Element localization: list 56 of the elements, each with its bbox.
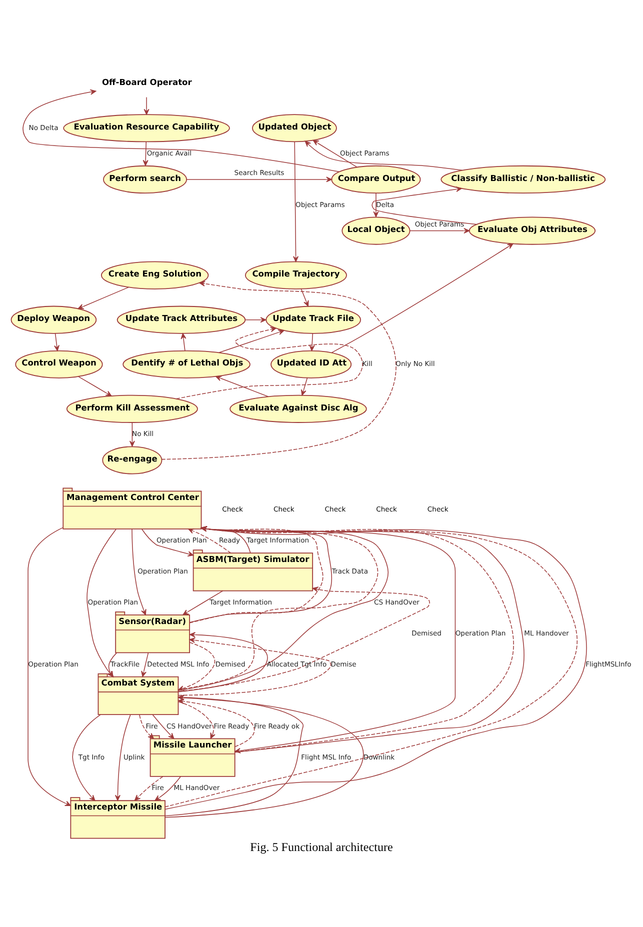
arrow	[28, 526, 71, 806]
node-ellipse: Updated Object	[252, 114, 337, 142]
arrow	[78, 376, 112, 396]
arrow	[141, 528, 194, 556]
node-ellipse: Evaluate Against Disc Alg	[230, 394, 367, 422]
node-ellipse: Deploy Weapon	[10, 305, 97, 334]
node-ellipse: Perform search	[103, 164, 187, 193]
arrow	[72, 714, 101, 800]
node-text: Off-Board Operator	[102, 76, 192, 86]
arrow	[108, 652, 118, 677]
arrow	[331, 242, 514, 353]
arrow	[216, 375, 269, 396]
node-ellipse: Evaluation Resource Capability	[63, 114, 230, 142]
arrow	[114, 714, 131, 800]
arrow	[304, 140, 463, 170]
arrow	[154, 776, 182, 800]
arrow	[132, 528, 146, 615]
arrow	[152, 714, 174, 738]
arrow	[86, 528, 116, 677]
node-ellipse: Update Track Attributes	[116, 305, 246, 334]
node-ellipse: Updated ID Att	[270, 350, 352, 378]
arrow	[300, 288, 309, 306]
node-ellipse: Control Weapon	[15, 350, 103, 378]
arrow	[22, 88, 340, 172]
node-ellipse: Compile Trajectory	[244, 260, 347, 289]
node-ellipse: Perform Kill Assessment	[66, 394, 198, 422]
arrow	[188, 528, 232, 553]
arrow	[245, 316, 266, 322]
arrow	[144, 96, 150, 114]
arrow	[186, 176, 332, 182]
node-ellipse: Re-engage	[102, 446, 162, 474]
node-ellipse: Evaluate Obj Attributes	[468, 216, 596, 244]
arrow	[134, 776, 164, 800]
arrow	[309, 332, 315, 351]
arrow	[373, 192, 379, 217]
arrow	[182, 590, 224, 615]
node-ellipse: Create Eng Solution	[100, 260, 209, 289]
arrow	[372, 186, 478, 224]
node-ellipse: Compare Output	[331, 164, 421, 193]
arrow	[161, 280, 396, 460]
node-ellipse: Local Object	[342, 216, 410, 244]
arrow	[129, 422, 135, 446]
arrow	[409, 228, 470, 234]
node-ellipse: Dentify # of Lethal Objs	[122, 350, 250, 378]
arrow	[78, 286, 129, 309]
arrow	[54, 332, 60, 351]
arrow	[180, 332, 186, 351]
arrow	[218, 329, 284, 353]
arrow	[176, 326, 363, 399]
arrow	[139, 714, 154, 738]
caption: Fig. 5 Functional architecture	[250, 840, 393, 854]
arrow	[141, 652, 149, 677]
arrow	[300, 377, 308, 396]
arrow	[142, 141, 148, 166]
arrow	[293, 140, 299, 262]
arrow	[312, 139, 358, 168]
